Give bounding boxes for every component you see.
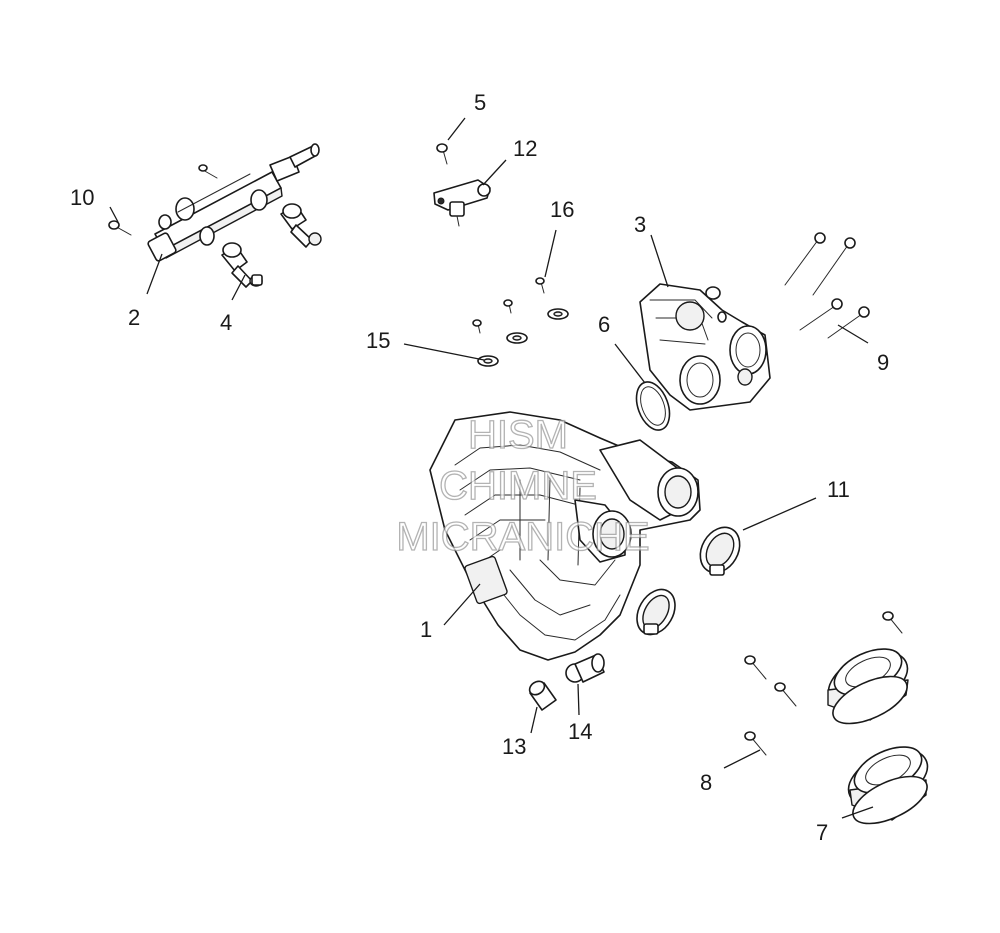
watermark: HISM CHIMNE MICRANICHE	[396, 412, 651, 559]
injector-part	[221, 242, 263, 288]
callout-label-6: 6	[598, 312, 610, 337]
callout-label-5: 5	[474, 90, 486, 115]
callout-label-1: 1	[420, 617, 432, 642]
callout-label-14: 14	[568, 719, 592, 744]
callout-label-3: 3	[634, 212, 646, 237]
watermark-line-1: HISM	[468, 413, 568, 457]
callout-label-10: 10	[70, 185, 94, 210]
injector-second-part	[280, 203, 322, 248]
bolt-10-part	[108, 220, 132, 236]
callout-label-12: 12	[513, 136, 537, 161]
watermark-line-3: MICRANICHE	[396, 515, 649, 559]
callout-label-11: 11	[827, 477, 850, 502]
leader-lines	[109, 117, 874, 819]
intake-adapter-part	[827, 648, 909, 725]
callout-label-8: 8	[700, 770, 712, 795]
bushing-14-part	[565, 653, 605, 683]
callout-label-16: 16	[550, 197, 574, 222]
callout-label-9: 9	[877, 350, 889, 375]
callout-label-7: 7	[816, 820, 828, 845]
throttle-body-part	[639, 283, 771, 411]
sleeve-13-part	[528, 680, 557, 711]
callout-label-13: 13	[502, 734, 526, 759]
hose-clamp-part	[699, 526, 741, 576]
callout-labels: 1 2 3 4 5 6 7 8 9 10 11 12 13 14 15 16	[70, 90, 889, 845]
fuel-rail-part	[147, 143, 320, 262]
intake-airbox-part	[429, 411, 701, 661]
map-sensor-part	[433, 179, 491, 227]
callout-label-4: 4	[220, 310, 232, 335]
hose-clamp-second-part	[636, 588, 676, 636]
callout-label-2: 2	[128, 305, 140, 330]
bolt-8-group	[744, 611, 903, 756]
small-screws-group	[472, 299, 513, 334]
intake-adapter-second-part	[847, 746, 929, 825]
screw-5-part	[436, 143, 448, 165]
watermark-line-2: CHIMNE	[439, 464, 597, 508]
rail-bolt-small	[198, 164, 218, 179]
long-bolts-part	[784, 232, 870, 339]
clip-washers-group	[477, 308, 569, 367]
screw-16-part	[535, 277, 545, 294]
callout-label-15: 15	[366, 328, 390, 353]
